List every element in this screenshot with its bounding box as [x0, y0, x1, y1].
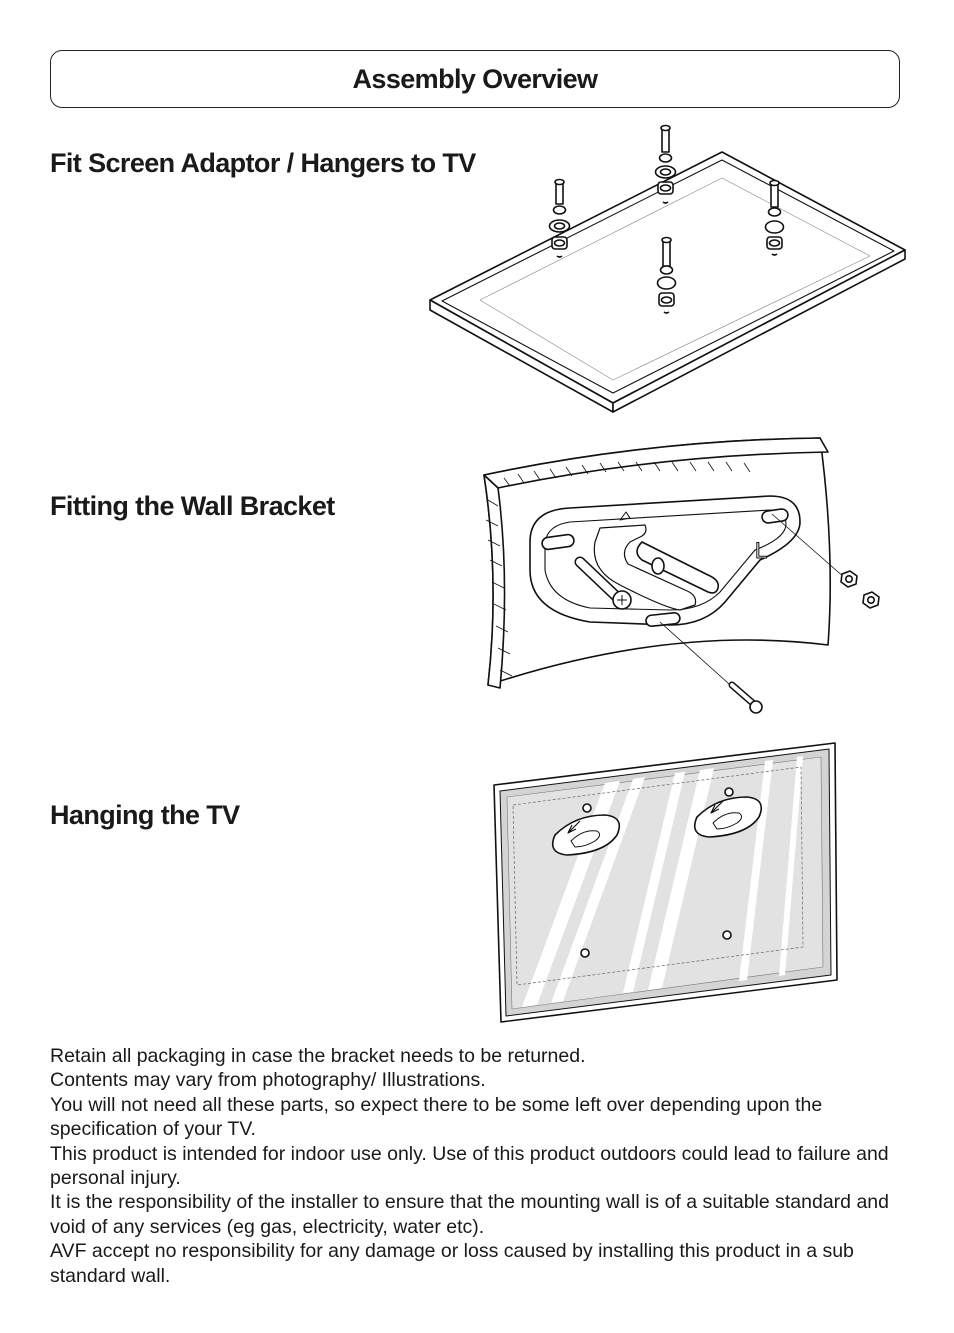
title-box: Assembly Overview — [50, 50, 900, 108]
screw-stack-icon — [656, 236, 677, 314]
hanger-right-icon — [693, 787, 763, 838]
side-marker-label: L — [755, 538, 767, 563]
screw-stack-icon — [548, 178, 571, 258]
note-text: You will not need all these parts, so ex… — [50, 1093, 823, 1141]
note-text: AVF accept no responsibility for any dam… — [50, 1240, 854, 1287]
hanging-tv-illustration — [493, 742, 838, 1023]
note-text: Contents may vary from photography/ Illu… — [50, 1069, 486, 1092]
screw-stack-icon — [654, 124, 677, 204]
wall-bracket-illustration: L — [483, 437, 880, 714]
section-heading-hanging-tv: Hanging the TV — [50, 800, 240, 830]
note-text: It is the responsibility of the installe… — [50, 1191, 889, 1238]
hanger-left-icon — [551, 803, 621, 856]
note-text: Retain all packaging in case the bracket… — [50, 1045, 586, 1067]
notes-block: Retain all packaging in case the bracket… — [50, 1044, 920, 1288]
tv-back-screws-illustration — [429, 124, 906, 413]
section-heading-wall-bracket: Fitting the Wall Bracket — [50, 491, 335, 521]
page-title: Assembly Overview — [352, 63, 599, 94]
screw-stack-icon — [764, 179, 785, 256]
note-text: This product is intended for indoor use … — [50, 1142, 889, 1190]
section-heading-fit-adaptor: Fit Screen Adaptor / Hangers to TV — [50, 148, 476, 178]
